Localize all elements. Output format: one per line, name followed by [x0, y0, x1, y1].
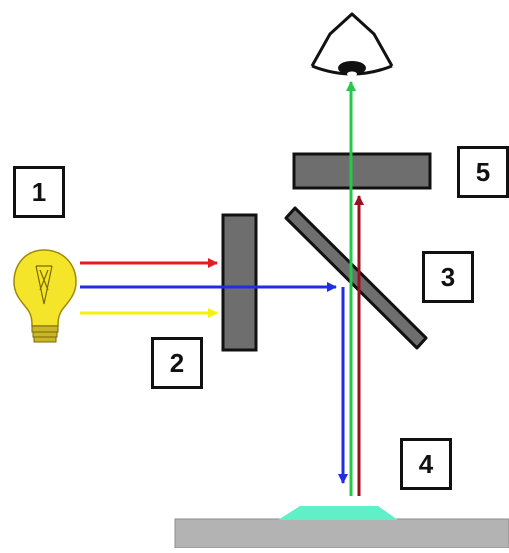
specimen	[278, 506, 398, 520]
eye-icon	[310, 12, 394, 77]
microscope-stage	[174, 518, 509, 549]
label-dichroic-mirror: 3	[422, 251, 474, 303]
label-excitation-filter: 2	[151, 337, 203, 389]
dichroic-mirror	[284, 206, 428, 350]
emission-filter	[292, 152, 432, 190]
light-bulb-icon	[13, 249, 77, 343]
excitation-filter	[221, 213, 258, 352]
label-light-source: 1	[13, 166, 65, 218]
label-emission-filter: 5	[457, 146, 509, 198]
label-sample: 4	[400, 438, 452, 490]
